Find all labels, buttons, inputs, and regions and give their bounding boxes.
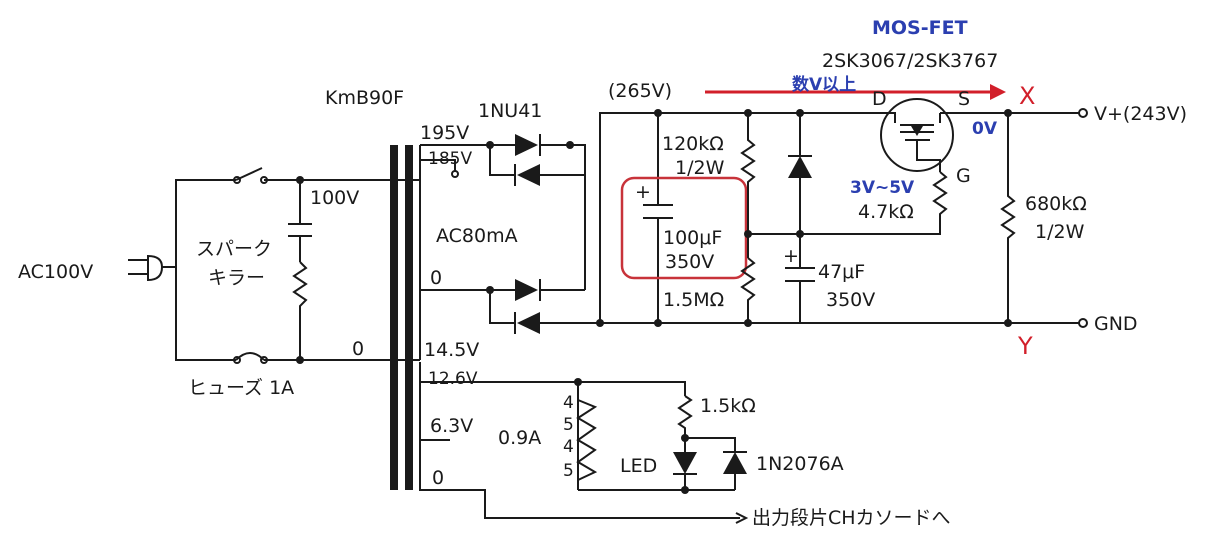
spark-killer-label-1: スパーク: [196, 238, 272, 260]
mosfet: [865, 98, 1008, 222]
ac-plug: [128, 254, 176, 282]
v265-label: (265V): [608, 80, 672, 102]
c47-label: 47μF: [818, 261, 865, 283]
resistor-120k: [740, 113, 756, 258]
drain-label: D: [872, 88, 887, 110]
c47-plus: +: [783, 245, 799, 267]
r-bleed-w-label: 1/2W: [1035, 221, 1085, 243]
spark-killer: [288, 180, 312, 360]
heater-tube-pin-1: 4: [563, 393, 574, 413]
tap-14-5v: 14.5V: [424, 339, 479, 361]
tap-0-primary: 0: [352, 338, 364, 360]
heater-tube-pin-2: 5: [563, 415, 574, 435]
hv-secondary-winding: [419, 144, 490, 290]
c100-v-label: 350V: [665, 251, 714, 273]
capacitor-47uf: [785, 234, 815, 323]
zener-diode: [788, 113, 812, 234]
led-label: LED: [620, 455, 657, 477]
source-label: S: [958, 88, 970, 110]
r15m-label: 1.5MΩ: [663, 289, 724, 311]
mosfet-title: MOS-FET: [872, 17, 968, 39]
heater-winding: [576, 399, 598, 481]
rectifier-label: 1NU41: [478, 100, 542, 122]
x-mark: X: [1019, 82, 1035, 110]
resistor-1-5m: [740, 257, 756, 323]
gate-v-label: 3V~5V: [850, 178, 915, 198]
voltage-drop-arrow: [705, 84, 1006, 100]
diode-label: 1N2076A: [756, 453, 844, 475]
primary-top-wire: [175, 179, 236, 267]
gnd-label: GND: [1094, 313, 1138, 335]
hv-positive-rail: [599, 112, 865, 323]
tap-195v: 195V: [420, 122, 469, 144]
transformer-core-secondary: [405, 145, 413, 490]
fuse-label: ヒューズ 1A: [188, 377, 294, 399]
c100-label: 100μF: [663, 227, 722, 249]
heater-tube-pin-4: 5: [563, 461, 574, 481]
output-label: 出力段片CHカソードへ: [752, 507, 951, 529]
tap-0-hv: 0: [430, 267, 442, 289]
ac100v-label: AC100V: [18, 261, 93, 283]
bridge-rectifier: [486, 134, 600, 334]
r15k-label: 1.5kΩ: [700, 395, 756, 417]
r-gate-label: 4.7kΩ: [858, 201, 914, 223]
diode-1n2076a: [723, 451, 747, 490]
highlight-box: [620, 176, 748, 280]
r120-label: 120kΩ: [662, 133, 724, 155]
tap-185v: 185V: [428, 149, 472, 169]
heater-current-label: 0.9A: [498, 427, 541, 449]
heater-tube-pin-3: 4: [563, 437, 574, 457]
switch: [235, 167, 300, 181]
gate-label: G: [956, 165, 971, 187]
led-diode: [673, 438, 697, 490]
spark-killer-label-2: キラー: [208, 267, 265, 289]
y-mark: Y: [1017, 332, 1033, 360]
lv-secondary-winding: [419, 362, 740, 519]
transformer-label: KmB90F: [325, 87, 404, 109]
tap-12-6v: 12.6V: [428, 369, 478, 389]
c47-v-label: 350V: [826, 289, 875, 311]
tap-6-3v: 6.3V: [430, 415, 473, 437]
tap-100v: 100V: [310, 187, 359, 209]
r120-w-label: 1/2W: [675, 157, 725, 179]
capacitor-100uf: [643, 113, 673, 323]
resistor-1-5k: [677, 395, 693, 438]
tap-0-lv: 0: [432, 467, 444, 489]
transformer-core-primary: [390, 145, 398, 490]
r-bleed-label: 680kΩ: [1025, 193, 1087, 215]
resistor-680k: [1000, 113, 1016, 323]
mosfet-part: 2SK3067/2SK3767: [822, 50, 998, 72]
vplus-label: V+(243V): [1094, 103, 1187, 125]
c100-plus: +: [635, 181, 651, 203]
primary-bottom-wire: [175, 267, 236, 361]
several-v-label: 数V以上: [792, 74, 856, 95]
ac80ma-label: AC80mA: [436, 225, 518, 247]
zero-v-label: 0V: [972, 119, 998, 139]
